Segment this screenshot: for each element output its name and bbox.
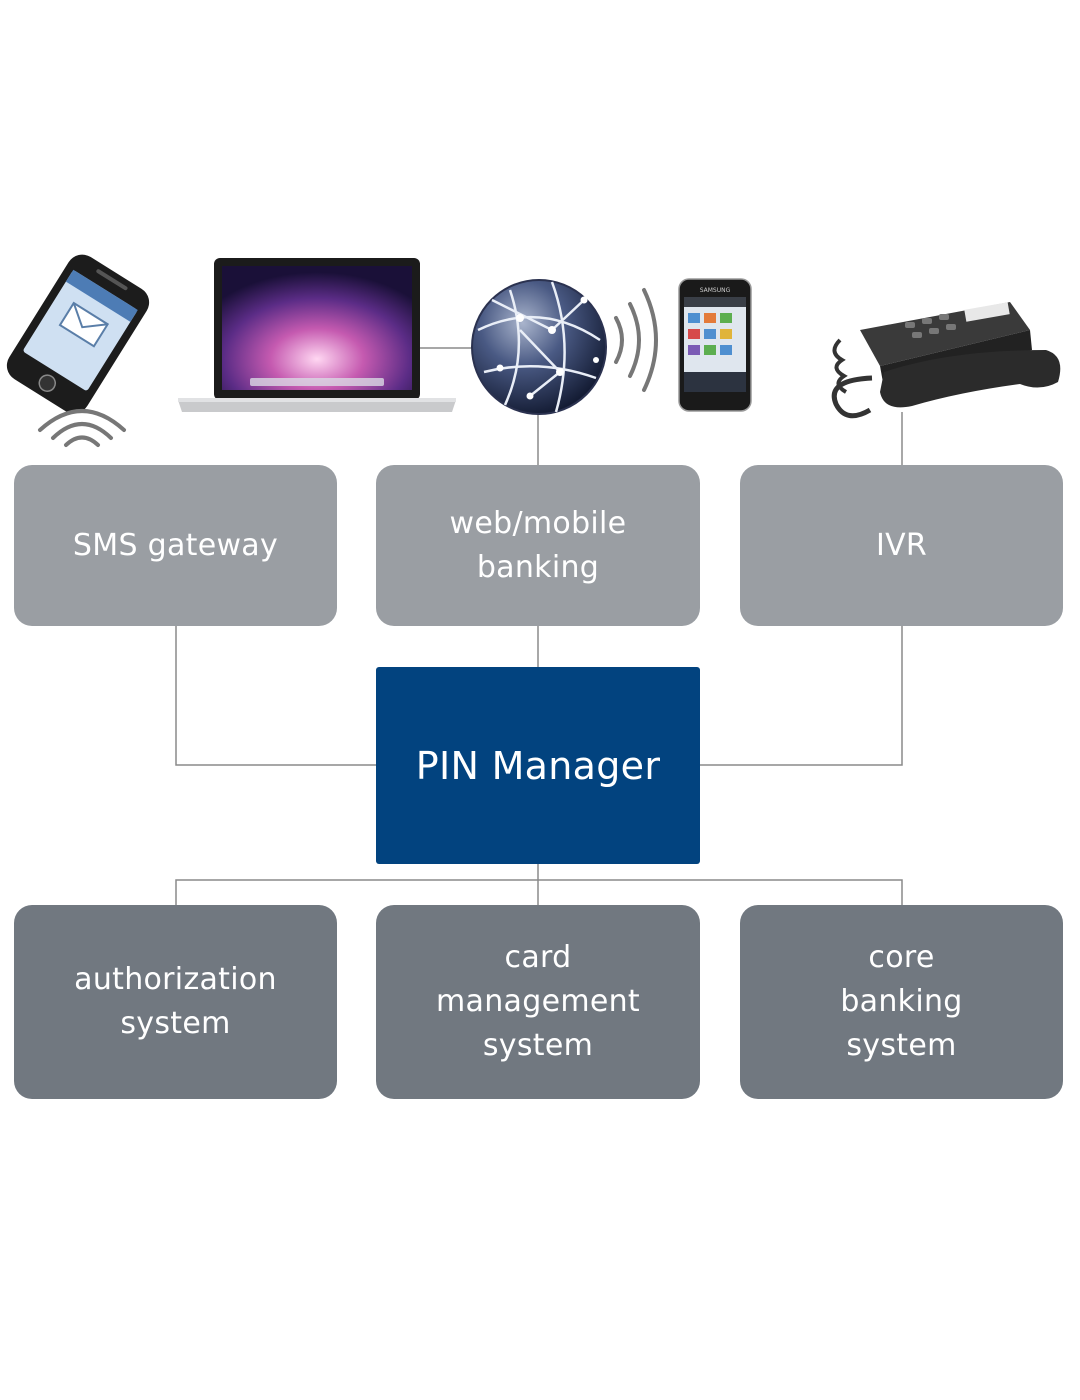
authorization-system-box: authorization system: [14, 905, 337, 1099]
ivr-box: IVR: [740, 465, 1063, 626]
connector-lines: [175, 347, 903, 905]
pin-manager-label: PIN Manager: [415, 743, 661, 788]
box-label-line-1: core: [868, 940, 935, 975]
box-label: SMS gateway: [72, 527, 279, 563]
box-label-line-2: management: [436, 984, 640, 1019]
sms-signal-icon: [38, 409, 126, 447]
box-label-line-2: banking: [840, 984, 963, 1019]
box-label-line-2: banking: [476, 549, 600, 585]
box-label: IVR: [875, 527, 928, 563]
core-banking-system-box: core banking system: [740, 905, 1063, 1099]
box-label-line-1: authorization: [74, 962, 277, 997]
card-management-system-box: card management system: [376, 905, 700, 1099]
mobile-phone-icon: [6, 254, 150, 414]
desk-telephone-icon: [831, 302, 1061, 419]
internet-globe-icon: [471, 279, 607, 415]
pin-manager-box: PIN Manager: [376, 667, 700, 864]
wifi-signal-icon: [614, 288, 658, 392]
box-label-line-1: card: [504, 940, 572, 975]
box-label-line-3: system: [846, 1028, 957, 1063]
box-label-line-3: system: [482, 1028, 594, 1063]
laptop-icon: [178, 258, 456, 412]
web-mobile-banking-box: web/mobile banking: [376, 465, 700, 626]
box-label-line-1: web/mobile: [449, 505, 627, 541]
smartphone-brand: SAMSUNG: [700, 287, 731, 294]
sms-gateway-box: SMS gateway: [14, 465, 337, 626]
smartphone-icon: SAMSUNG: [678, 278, 752, 412]
box-label-line-2: system: [120, 1006, 231, 1041]
